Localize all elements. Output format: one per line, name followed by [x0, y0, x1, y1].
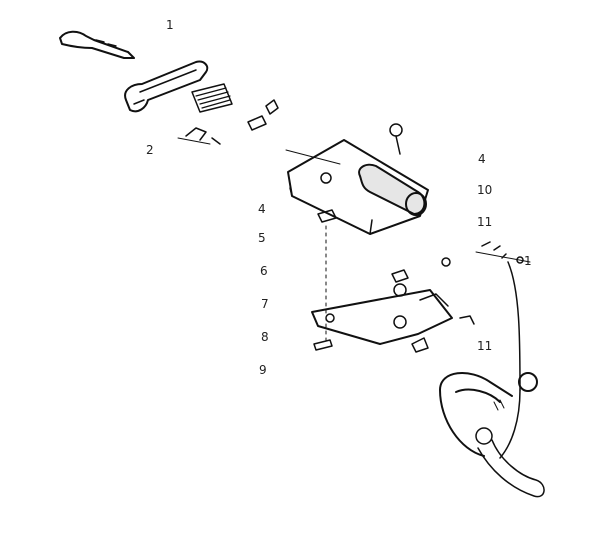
part-nut-stack [317, 172, 337, 341]
callout-11-lower: 11 [477, 339, 493, 353]
callout-10: 10 [477, 183, 493, 197]
callout-7: 7 [261, 297, 269, 311]
callout-1-right: 1 [524, 254, 532, 268]
callout-1-top: 1 [166, 18, 174, 32]
callout-6: 6 [260, 264, 268, 278]
callout-5: 5 [258, 231, 266, 245]
part-fittings [441, 241, 531, 267]
part-small-screw [313, 339, 333, 351]
callout-8: 8 [261, 330, 269, 344]
part-hose [439, 261, 545, 498]
part-pin [59, 30, 135, 59]
part-top-screw [389, 123, 403, 155]
callout-4-left: 4 [258, 202, 266, 216]
callout-11-upper: 11 [477, 215, 493, 229]
part-main-bracket [285, 139, 429, 235]
callout-2: 2 [146, 143, 154, 157]
callout-4-right: 4 [478, 152, 486, 166]
part-base-plate [311, 269, 475, 353]
part-handle [124, 60, 209, 113]
callout-9: 9 [259, 363, 267, 377]
part-clips [177, 99, 279, 145]
part-grille [191, 83, 233, 113]
